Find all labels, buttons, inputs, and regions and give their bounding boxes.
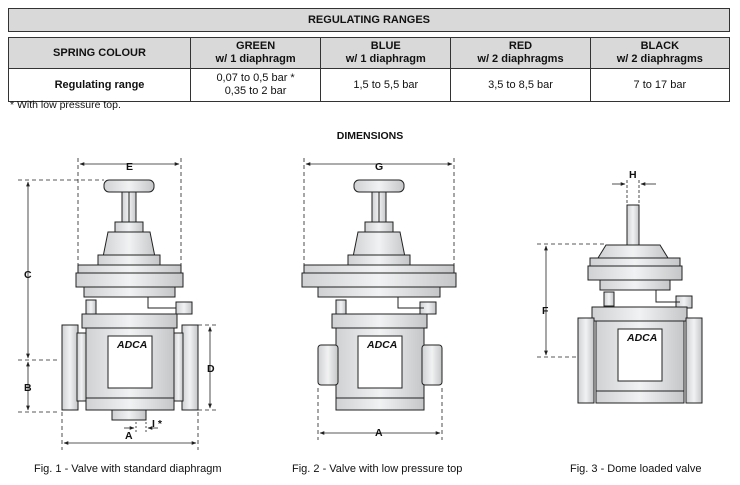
cell-line: 0,35 to 2 bar [224, 85, 287, 97]
table-cell: 0,07 to 0,5 bar *0,35 to 2 bar [189, 68, 322, 102]
column-sub: w/ 1 diaphragm [215, 53, 296, 65]
column-name: BLACK [640, 40, 680, 52]
dimension-lines-fig3 [537, 180, 656, 358]
dim-label-d: D [207, 363, 215, 375]
column-sub: w/ 1 diaphragm [345, 53, 426, 65]
column-sub: w/ 2 diaphragms [477, 53, 564, 65]
dimensions-title: DIMENSIONS [336, 130, 404, 142]
dim-label-b: B [24, 382, 32, 394]
table-cell: 7 to 17 bar [589, 68, 731, 102]
dim-label-g: G [375, 161, 383, 173]
footnote: * With low pressure top. [10, 99, 121, 111]
figure-caption-3: Fig. 3 - Dome loaded valve [570, 463, 702, 475]
column-name: GREEN [236, 40, 276, 52]
figure-caption-1: Fig. 1 - Valve with standard diaphragm [34, 463, 222, 475]
dim-label-c: C [24, 269, 32, 281]
valve-figure-2 [301, 179, 457, 411]
dimension-lines-fig2 [303, 158, 455, 440]
figure-caption-2: Fig. 2 - Valve with low pressure top [292, 463, 463, 475]
brand-label: ADCA [366, 339, 397, 351]
brand-label: ADCA [116, 339, 147, 351]
table-cell: 1,5 to 5,5 bar [320, 68, 452, 102]
row-label: Regulating range [8, 68, 191, 102]
dim-label-a1: A [125, 430, 133, 442]
dimension-lines-fig1 [18, 158, 218, 450]
cell-line: 0,07 to 0,5 bar * [216, 72, 295, 84]
column-name: BLUE [370, 40, 401, 52]
brand-label: ADCA [626, 332, 657, 344]
valve-figure-1 [61, 179, 199, 421]
dim-label-f: F [542, 305, 549, 317]
table-cell: 3,5 to 8,5 bar [450, 68, 591, 102]
dim-label-h: H [629, 169, 637, 181]
valve-figure-3 [577, 204, 703, 404]
table-title: REGULATING RANGES [8, 8, 730, 32]
column-sub: w/ 2 diaphragms [616, 53, 703, 65]
dim-label-i: I * [152, 418, 163, 430]
spring-colour-header: SPRING COLOUR [8, 37, 191, 69]
column-name: RED [508, 40, 533, 52]
dim-label-a2: A [375, 427, 383, 439]
dim-label-e: E [126, 161, 133, 173]
